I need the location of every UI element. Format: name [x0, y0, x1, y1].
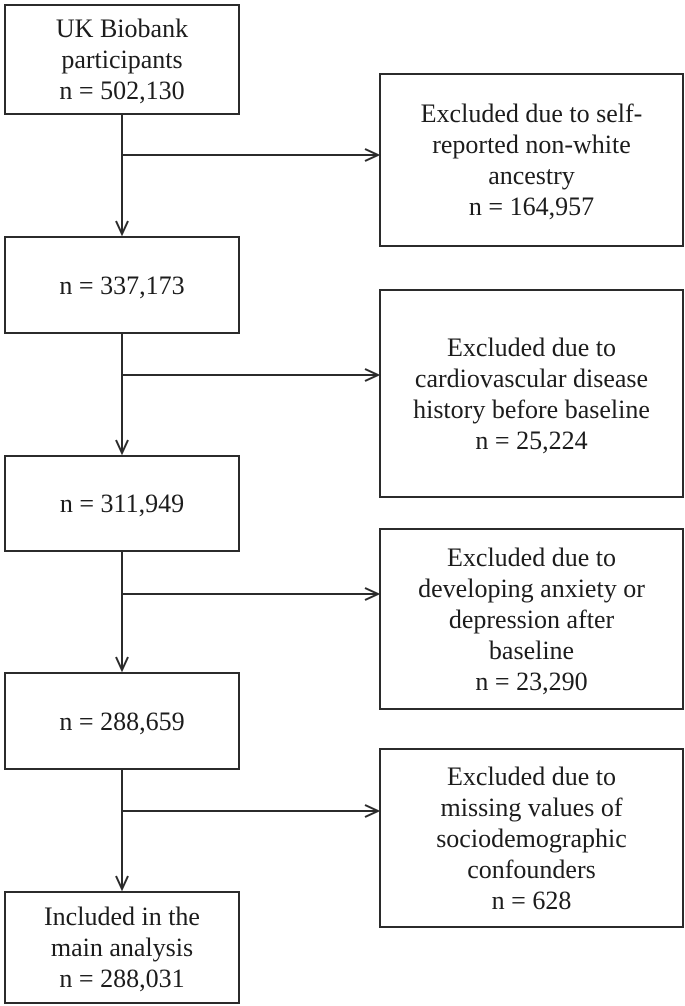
box-text-line: Excluded due to: [447, 761, 616, 791]
box-text-line: n = 311,949: [59, 489, 185, 518]
box-text-line: cardiovascular disease: [414, 363, 649, 393]
box-uk-biobank-participants: UK Biobank participants n = 502,130: [4, 4, 240, 115]
box-text-line: UK Biobank: [55, 14, 189, 43]
box-text-line: missing values of: [440, 792, 623, 822]
box-text-line: baseline: [488, 635, 575, 665]
box-excluded-ancestry: Excluded due to self- reported non-white…: [379, 73, 684, 247]
box-text-line: n = 337,173: [59, 270, 185, 300]
box-text-line: n = 288,031: [59, 964, 185, 993]
box-text-line: n = 25,224: [475, 425, 588, 455]
box-text-line: Excluded due to: [447, 542, 616, 572]
box-text-line: depression after: [448, 604, 615, 634]
box-text-line: main analysis: [50, 933, 194, 962]
box-text-line: participants: [61, 45, 183, 74]
box-text-line: confounders: [467, 854, 596, 884]
box-text-line: n = 23,290: [475, 666, 588, 696]
box-excluded-anxiety-depression: Excluded due to developing anxiety or de…: [379, 528, 684, 710]
box-after-anxiety-depression-exclusion: n = 288,659: [4, 672, 240, 770]
box-text-line: Excluded due to: [447, 332, 616, 362]
box-after-ancestry-exclusion: n = 337,173: [4, 236, 240, 334]
box-text-line: Included in the: [44, 902, 200, 931]
box-text-line: sociodemographic: [436, 823, 627, 853]
box-text-line: Excluded due to self-: [420, 99, 643, 128]
box-included-main-analysis: Included in the main analysis n = 288,03…: [4, 891, 240, 1004]
box-excluded-missing-confounders: Excluded due to missing values of sociod…: [379, 748, 684, 928]
box-excluded-cvd-history: Excluded due to cardiovascular disease h…: [379, 289, 684, 498]
box-text-line: n = 164,957: [468, 192, 595, 221]
box-after-cvd-exclusion: n = 311,949: [4, 455, 240, 552]
box-text-line: n = 502,130: [59, 76, 185, 105]
box-text-line: history before baseline: [413, 394, 650, 424]
box-text-line: developing anxiety or: [418, 573, 645, 603]
box-text-line: n = 288,659: [59, 706, 185, 736]
box-text-line: n = 628: [491, 885, 572, 915]
box-text-line: reported non-white: [432, 130, 631, 159]
box-text-line: ancestry: [488, 161, 575, 190]
